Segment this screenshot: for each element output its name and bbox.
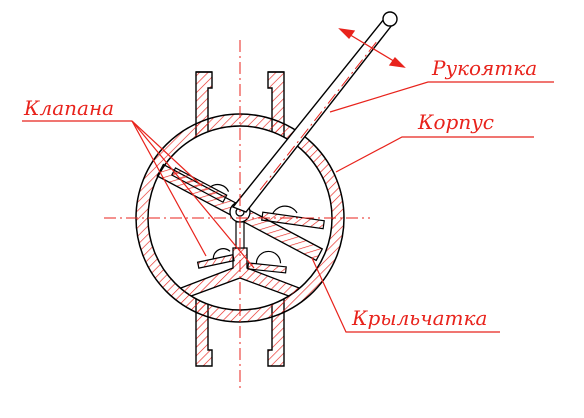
leader-body (335, 136, 534, 173)
lower-valve-left (196, 248, 235, 269)
label-handle: Рукоятка (432, 56, 538, 80)
label-body: Корпус (418, 110, 495, 134)
upper-valve-right (261, 205, 325, 230)
leader-valves (22, 120, 255, 269)
leader-handle (329, 81, 554, 113)
center-lines (104, 39, 379, 392)
label-impeller: Крыльчатка (352, 306, 488, 330)
lower-valve-right (247, 250, 287, 274)
motion-arrow (338, 28, 406, 68)
pump-handle (231, 11, 398, 213)
label-valves: Клапана (24, 96, 115, 120)
leader-impeller (311, 257, 500, 333)
